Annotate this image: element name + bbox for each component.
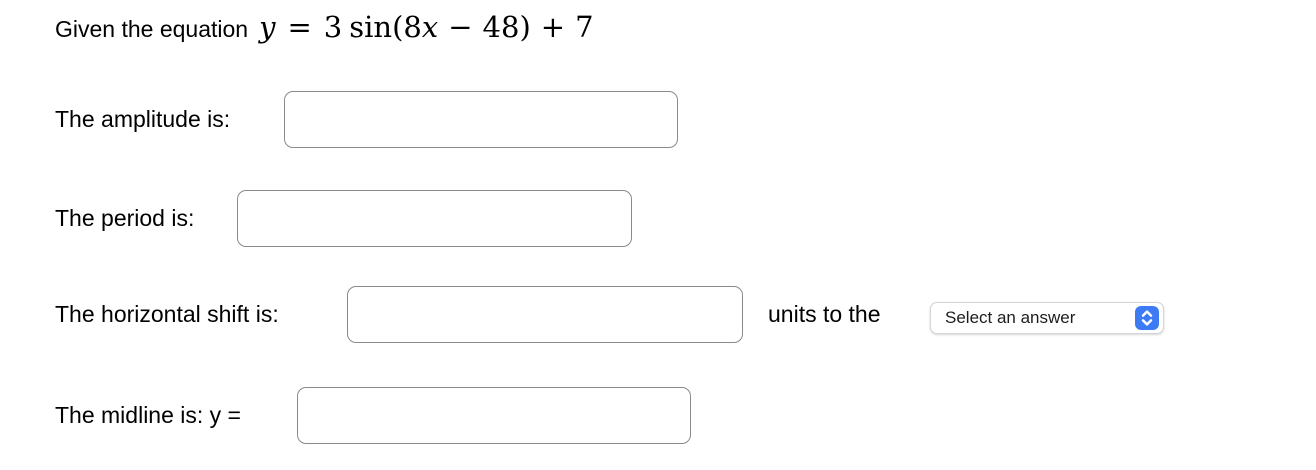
- math-equals-sign: =: [287, 10, 312, 44]
- math-amplitude-coef: 3: [323, 10, 343, 44]
- math-vertical-shift: 7: [575, 10, 594, 44]
- horizontal-shift-input[interactable]: [347, 286, 743, 343]
- math-function-name: sin: [349, 10, 393, 44]
- amplitude-label: The amplitude is:: [55, 106, 231, 132]
- math-minus-sign: −: [448, 10, 473, 44]
- midline-label: The midline is: y =: [55, 402, 241, 428]
- midline-input[interactable]: [297, 387, 691, 444]
- math-open-paren: (: [392, 10, 404, 44]
- math-lhs-variable: y: [259, 10, 276, 44]
- period-label: The period is:: [55, 205, 195, 231]
- shift-direction-select-value: Select an answer: [945, 308, 1076, 327]
- math-phase-const: 48: [482, 10, 520, 44]
- math-angular-coef: 8: [403, 10, 422, 44]
- amplitude-input[interactable]: [284, 91, 678, 148]
- horizontal-shift-label: The horizontal shift is:: [55, 301, 279, 327]
- shift-direction-select[interactable]: Select an answer: [930, 302, 1164, 334]
- math-plus-sign: +: [540, 10, 566, 44]
- select-stepper-icon: [1135, 306, 1159, 330]
- math-inner-variable: x: [421, 10, 439, 44]
- math-close-paren: ): [519, 10, 531, 44]
- equation-prefix: Given the equation: [55, 16, 249, 42]
- equation-line: Given the equation y = 3 sin ( 8 x − 48 …: [55, 10, 594, 44]
- units-to-the-label: units to the: [768, 301, 881, 327]
- period-input[interactable]: [237, 190, 632, 247]
- equation-math: y = 3 sin ( 8 x − 48 ) + 7: [259, 10, 593, 44]
